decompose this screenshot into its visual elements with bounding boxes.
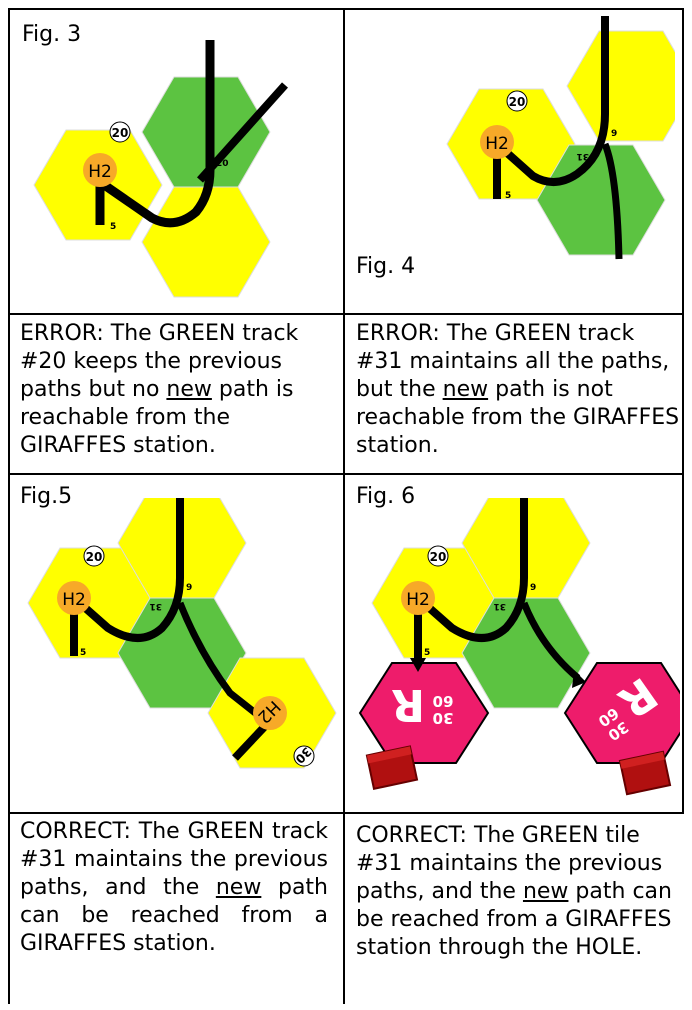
fig6-image: H2 20 5 9 31 R 30 60 R 30 60: [358, 498, 680, 796]
fig5-image: H2 H2 20 30 5 9 31: [27, 498, 337, 769]
caption-fig5-text-after: path can be reached from a GIRAFFES stat…: [20, 875, 328, 956]
fig5-small-5: 5: [80, 648, 86, 658]
fig3-track-curve: [97, 40, 215, 228]
caption-fig6-text-before: CORRECT: The GREEN tile #31 maintains th…: [356, 823, 663, 904]
fig5-station-text: H2: [62, 590, 86, 610]
fig5-number-20: 20: [86, 550, 103, 564]
fig6-hole-left-letter: R: [391, 679, 425, 730]
fig3-station: [83, 153, 117, 187]
fig6-small-31: 31: [493, 601, 506, 611]
fig6-track-main: [415, 498, 528, 642]
fig3-station-text: H2: [88, 162, 112, 182]
fig4-hex-green: [536, 144, 666, 256]
fig6-arrow-right: [572, 670, 586, 688]
caption-fig5: CORRECT: The GREEN track #31 maintains t…: [20, 818, 328, 958]
fig4-track-main: [494, 16, 609, 186]
caption-fig3-new: new: [166, 377, 212, 402]
fig4-station-text: H2: [485, 134, 509, 154]
fig6-red-block-left: [365, 745, 419, 790]
caption-fig4: ERROR: The GREEN track #31 maintains all…: [356, 320, 681, 460]
fig6-station: [401, 581, 435, 615]
fig3-small-5: 5: [110, 222, 116, 232]
fig4-track-branch: [601, 142, 623, 260]
fig6-small-5: 5: [424, 648, 430, 658]
fig5-small-9: 9: [186, 583, 192, 593]
fig6-red-block-right: [618, 750, 672, 796]
table-border-top: [8, 8, 684, 10]
fig4-image: H2 20 5 9 31: [446, 16, 675, 260]
fig3-label: Fig. 3: [22, 22, 82, 47]
caption-fig5-text-before: CORRECT: The GREEN track #31 maintains t…: [20, 819, 328, 900]
fig4-small-31: 31: [576, 151, 589, 161]
fig6-hole-left-num-30: 30: [433, 709, 454, 727]
fig6-hex-green: [461, 597, 591, 709]
caption-fig5-new: new: [215, 875, 262, 900]
caption-fig4-text-after: path is not reachable from the GIRAFFES …: [356, 377, 680, 458]
fig3-small-20: 20: [216, 159, 229, 169]
fig5-number-circle: [83, 545, 105, 567]
fig4-small-5: 5: [505, 191, 511, 201]
table-column-divider: [343, 8, 345, 1004]
fig3-number-20: 20: [112, 126, 129, 140]
fig6-track-branch: [520, 601, 581, 681]
caption-fig4-text-before: ERROR: The GREEN track #31 maintains all…: [356, 321, 670, 402]
fig5-small-31: 31: [149, 601, 162, 611]
caption-fig6-text-after: path can be reached from a GIRAFFES stat…: [356, 879, 672, 960]
table-border-right: [682, 8, 684, 813]
fig6-hole-right: [563, 662, 680, 764]
fig6-station-text: H2: [406, 590, 430, 610]
fig4-station: [480, 125, 514, 159]
fig3-track-diagonal: [197, 82, 288, 183]
caption-fig6-new: new: [522, 879, 569, 904]
caption-fig3-text-before: ERROR: The GREEN track #20 keeps the pre…: [20, 321, 299, 402]
fig6-small-9: 9: [530, 583, 536, 593]
fig6-label: Fig. 6: [356, 484, 416, 509]
table-row-divider-1: [8, 313, 684, 315]
table-row-divider-3: [8, 812, 684, 814]
fig5-number-circle-2: [293, 745, 315, 767]
fig6-arrow-left: [410, 658, 426, 672]
fig6-hole-left-num-60: 60: [433, 692, 454, 710]
caption-fig3: ERROR: The GREEN track #20 keeps the pre…: [20, 320, 325, 460]
fig3-number-circle: [109, 121, 131, 143]
fig3-image: H2 20 5 20: [33, 40, 288, 298]
fig6-number-20: 20: [430, 550, 447, 564]
fig4-label: Fig. 4: [356, 254, 416, 279]
table-border-left: [8, 8, 10, 1004]
fig4-number-circle: [506, 90, 528, 112]
fig5-hex-green: [117, 597, 247, 709]
table-row-divider-2: [8, 473, 684, 475]
caption-fig6: CORRECT: The GREEN tile #31 maintains th…: [356, 822, 681, 962]
caption-fig4-new: new: [442, 377, 489, 402]
fig4-small-9: 9: [611, 129, 617, 139]
fig6-number-circle: [427, 545, 449, 567]
fig5-label: Fig.5: [20, 484, 73, 509]
caption-fig3-text-after: path is reachable from the GIRAFFES stat…: [20, 377, 294, 458]
fig5-track-branch: [176, 601, 271, 726]
fig5-station: [57, 581, 91, 615]
fig5-station-2: [253, 696, 287, 730]
fig5-track-main: [71, 498, 184, 642]
fig4-number-20: 20: [509, 95, 526, 109]
fig5-track-right-stub: [232, 720, 271, 761]
fig3-hex-bottom: [141, 186, 271, 298]
fig4-hex-top: [566, 30, 675, 142]
